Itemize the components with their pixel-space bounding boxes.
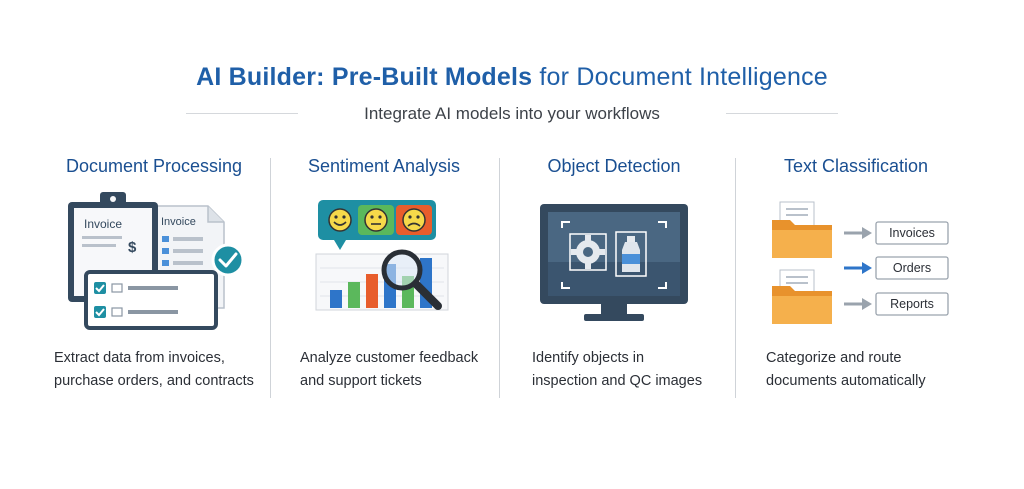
column-description: Categorize and route documents automatic…: [766, 347, 998, 393]
category-box-orders: Orders: [875, 256, 949, 280]
sentiment-analysis-illustration: [315, 200, 449, 311]
arrow-right-icon: [844, 298, 872, 310]
column-heading: Sentiment Analysis: [307, 156, 461, 176]
description-line: purchase orders, and contracts: [54, 373, 254, 389]
category-label: Reports: [890, 297, 934, 311]
category-box-reports: Reports: [875, 292, 949, 316]
magnifying-glass-icon: [381, 249, 442, 310]
sad-face-icon: [402, 208, 426, 232]
checklist-card-icon: [84, 270, 218, 330]
column-description: Analyze customer feedback and support ti…: [300, 347, 532, 393]
column-divider: [499, 158, 500, 398]
dollar-sign: $: [128, 239, 137, 256]
folder-icon: [772, 201, 832, 258]
description-line: inspection and QC images: [532, 373, 703, 389]
checkmark-badge-icon: [211, 243, 245, 277]
arrow-right-icon: [844, 227, 872, 239]
document-processing-illustration: Invoice Invoice $: [68, 192, 245, 330]
column-description: Identify objects in inspection and QC im…: [532, 347, 764, 393]
happy-face-icon: [328, 208, 352, 232]
back-doc-label: Invoice: [161, 216, 196, 228]
category-label: Orders: [893, 261, 931, 275]
column-heading: Text Classification: [783, 156, 929, 176]
folder-icon: [772, 269, 832, 324]
page-title: AI Builder: Pre-Built Models for Documen…: [0, 63, 1024, 92]
neutral-face-icon: [364, 208, 388, 232]
description-line: Identify objects in: [532, 350, 645, 366]
subtitle-right-rule: [726, 113, 838, 114]
column-divider: [735, 158, 736, 398]
column-sentiment-analysis: Sentiment Analysis: [268, 150, 500, 400]
detection-frame-corners: [561, 221, 667, 289]
title-bold-part: AI Builder: Pre-Built Models: [196, 63, 533, 91]
column-description: Extract data from invoices, purchase ord…: [54, 347, 286, 393]
bottle-icon: [615, 231, 647, 277]
object-detection-illustration: [540, 204, 688, 321]
column-text-classification: Text Classification Invoices: [740, 150, 972, 400]
subtitle-left-rule: [186, 113, 298, 114]
description-line: Analyze customer feedback: [300, 350, 479, 366]
page-subtitle: Integrate AI models into your workflows: [364, 104, 660, 123]
gear-icon: [569, 233, 607, 271]
category-box-invoices: Invoices: [875, 221, 949, 245]
description-line: and support tickets: [300, 373, 422, 389]
description-line: Extract data from invoices,: [54, 350, 225, 366]
arrow-right-icon: [844, 262, 872, 274]
text-classification-illustration: Invoices Orders Reports: [772, 201, 949, 324]
column-divider: [270, 158, 271, 398]
category-label: Invoices: [889, 226, 935, 240]
front-doc-label: Invoice: [84, 217, 122, 231]
description-line: Categorize and route: [766, 350, 902, 366]
description-line: documents automatically: [766, 373, 926, 389]
title-rest-part: for Document Intelligence: [532, 63, 828, 91]
monitor-icon: [540, 204, 688, 321]
column-heading: Object Detection: [547, 156, 681, 176]
column-object-detection: Object Detection Identif: [498, 150, 730, 400]
column-heading: Document Processing: [65, 156, 243, 176]
column-document-processing: Document Processing Invoice Invoice $: [38, 150, 270, 400]
